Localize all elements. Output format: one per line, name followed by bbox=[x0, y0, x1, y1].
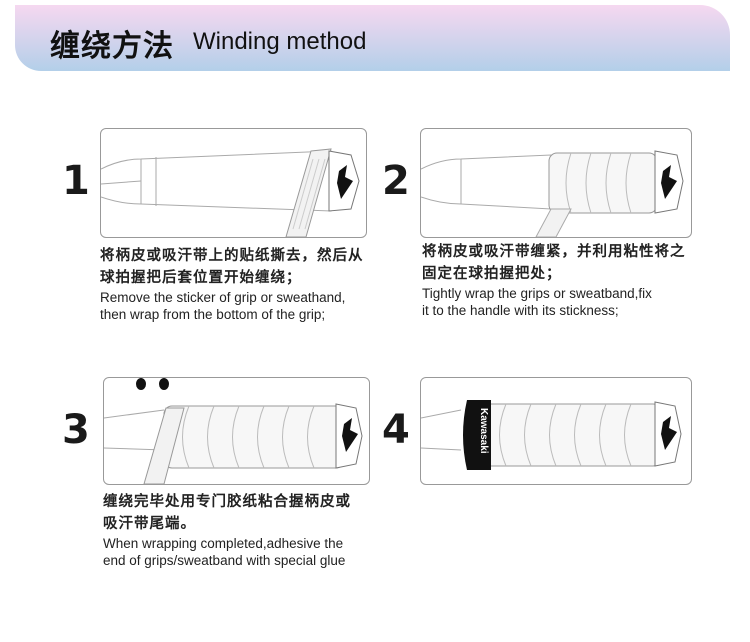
step-number-4: 4 bbox=[382, 407, 410, 453]
step-number-1: 1 bbox=[62, 158, 90, 204]
step-2-cn-line2: 固定在球拍握把处； bbox=[422, 266, 562, 282]
step-3-en-line1: When wrapping completed,adhesive the bbox=[103, 536, 344, 551]
grip-finished-image: Kawasaki bbox=[421, 400, 682, 470]
step-1-en-line1: Remove the sticker of grip or sweathand, bbox=[100, 290, 346, 305]
step-2-illustration bbox=[420, 128, 692, 238]
step-2-en-line2: it to the handle with its stickness; bbox=[422, 303, 619, 318]
step-3-illustration bbox=[103, 377, 370, 485]
grip-fully-wrapped-image bbox=[104, 378, 363, 484]
step-4-illustration: Kawasaki bbox=[420, 377, 692, 485]
title-chinese: 缠绕方法 bbox=[50, 30, 174, 63]
step-1-en-line2: then wrap from the bottom of the grip; bbox=[100, 307, 326, 322]
step-1-cn-line2: 球拍握把后套位置开始缠绕； bbox=[100, 270, 302, 286]
step-3-en-line2: end of grips/sweatband with special glue bbox=[103, 553, 346, 568]
header-banner: 缠绕方法 Winding method bbox=[15, 5, 730, 71]
step-1-cn-line1: 将柄皮或吸汗带上的贴纸撕去，然后从 bbox=[100, 248, 364, 264]
step-3-description: 缠绕完毕处用专门胶纸粘合握柄皮或 吸汗带尾端。 When wrapping co… bbox=[103, 491, 351, 569]
step-2-description: 将柄皮或吸汗带缠紧，并利用粘性将之 固定在球拍握把处； Tightly wrap… bbox=[422, 241, 686, 319]
title-english: Winding method bbox=[193, 28, 367, 55]
grip-partially-wrapped-image bbox=[421, 150, 684, 237]
band-logo: Kawasaki bbox=[478, 408, 489, 454]
step-1-description: 将柄皮或吸汗带上的贴纸撕去，然后从 球拍握把后套位置开始缠绕； Remove t… bbox=[100, 245, 364, 323]
step-1-illustration bbox=[100, 128, 367, 238]
step-2-en-line1: Tightly wrap the grips or sweatband,fix bbox=[422, 286, 652, 301]
step-number-2: 2 bbox=[382, 158, 410, 204]
grip-unwrapped-image bbox=[101, 148, 360, 237]
step-2-cn-line1: 将柄皮或吸汗带缠紧，并利用粘性将之 bbox=[422, 244, 686, 260]
finishing-band bbox=[463, 400, 491, 470]
step-number-3: 3 bbox=[62, 407, 90, 453]
step-3-cn-line2: 吸汗带尾端。 bbox=[103, 516, 196, 532]
step-3-cn-line1: 缠绕完毕处用专门胶纸粘合握柄皮或 bbox=[103, 494, 351, 510]
